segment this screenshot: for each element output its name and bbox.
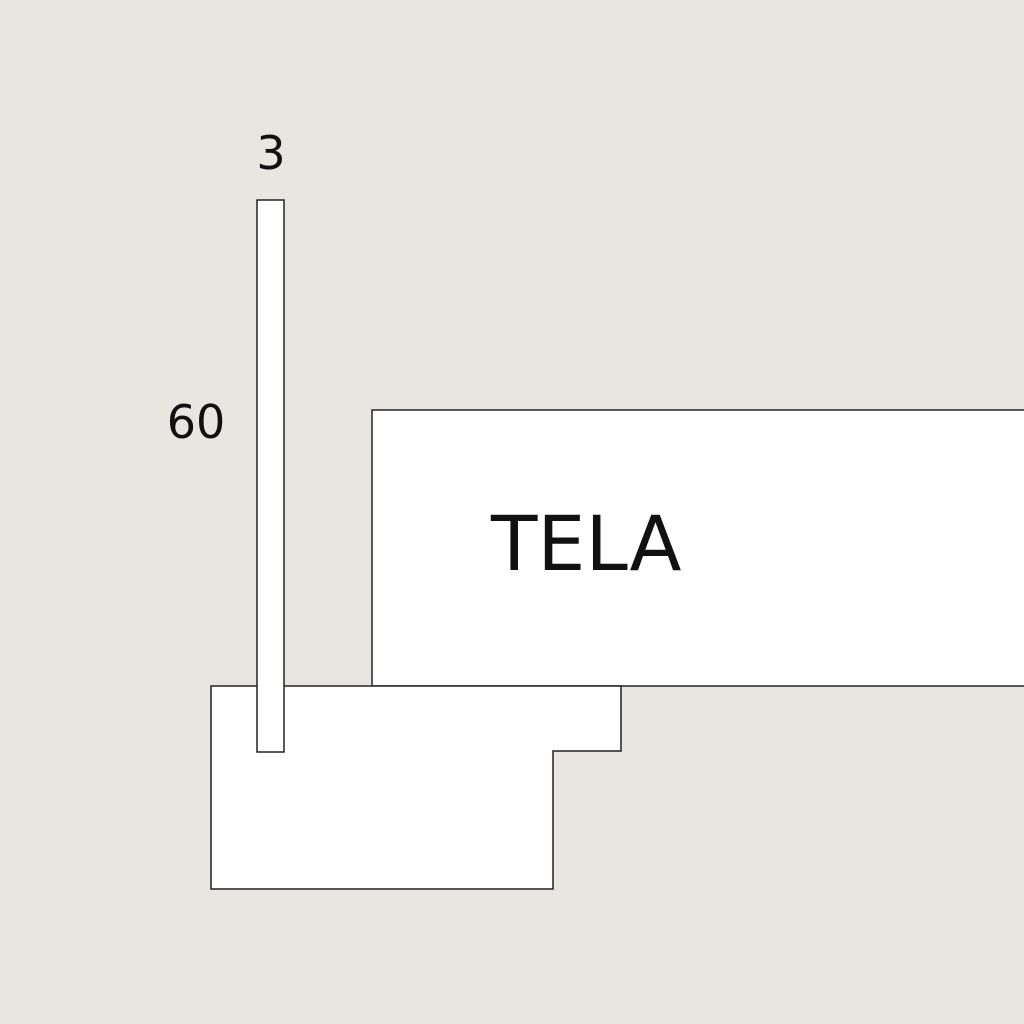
height-dimension-label: 60 <box>167 395 226 449</box>
vertical-strip <box>256 199 285 753</box>
canvas-label: TELA <box>490 499 682 588</box>
canvas-panel <box>371 409 1024 687</box>
frame-base-profile <box>210 685 622 890</box>
width-dimension-label: 3 <box>256 126 285 180</box>
